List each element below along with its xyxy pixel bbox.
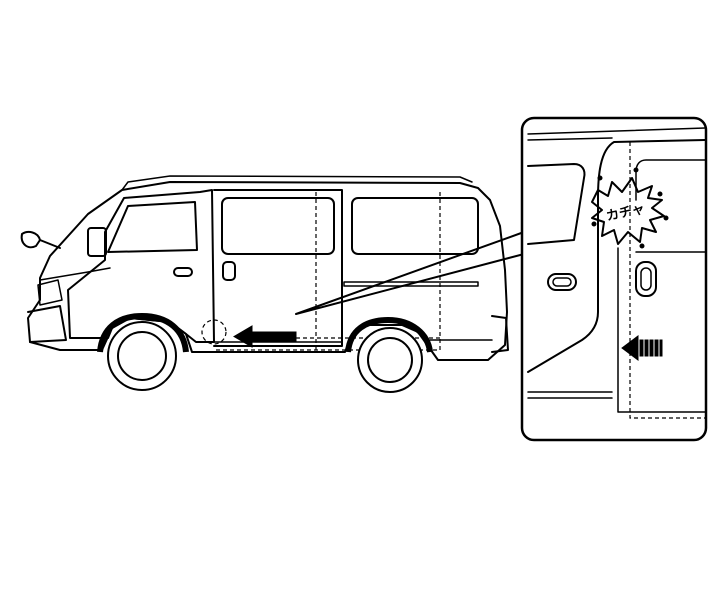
sliding-door-handle <box>222 261 236 281</box>
close-direction-arrow-icon <box>233 325 297 348</box>
headlight <box>37 279 63 306</box>
front-wheel-arch <box>97 312 189 353</box>
front-bumper <box>27 305 67 343</box>
rear-side-window <box>351 197 479 255</box>
van-hood-line <box>39 267 111 281</box>
inset-frame <box>520 116 708 442</box>
van <box>20 175 509 393</box>
latch-detail-inset: カチャ <box>520 116 708 442</box>
van-roof-line <box>121 175 473 191</box>
front-mirror-stalk <box>20 231 61 249</box>
latch-location-circle <box>201 319 227 345</box>
inset-front-door-handle-inner <box>552 277 572 287</box>
inset-front-door-edge <box>527 139 705 373</box>
front-door-window <box>107 201 198 253</box>
callout-pointer <box>295 231 525 315</box>
open-door-guide-dashes <box>216 192 441 351</box>
inset-rocker <box>527 391 613 399</box>
rear-bumper <box>491 315 509 353</box>
inset-sliding-door-solid <box>617 247 705 413</box>
front-door-handle <box>173 267 193 277</box>
inset-close-arrow-icon <box>621 335 663 361</box>
inset-sliding-door-handle <box>635 261 657 297</box>
front-wheel <box>107 321 177 391</box>
rear-wheel <box>357 327 423 393</box>
inset-sliding-door-handle-inner <box>640 267 652 291</box>
inset-roof-line <box>527 127 705 141</box>
sliding-door-window <box>221 197 335 255</box>
side-moulding <box>343 281 479 287</box>
rear-wheel-arch <box>345 316 433 353</box>
sliding-door <box>213 189 343 347</box>
inset-front-door-handle <box>547 273 577 291</box>
side-mirror <box>87 227 107 257</box>
inset-front-window <box>527 163 586 245</box>
